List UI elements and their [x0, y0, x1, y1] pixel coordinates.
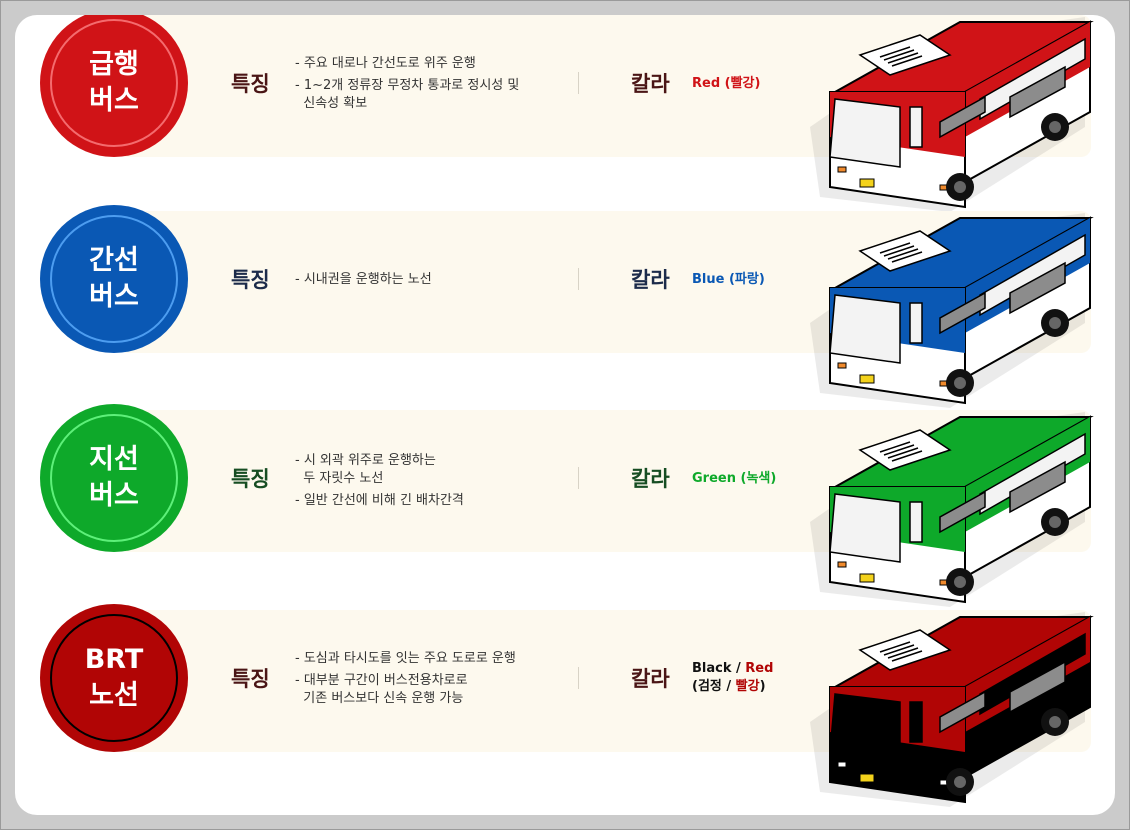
color-label: 칼라 [631, 667, 670, 691]
bus-row-trunk: 간선 버스 특징 - 시내권을 운행하는 노선 칼라 Blue (파랑) [15, 205, 1115, 411]
bus-illustration-red [810, 17, 1094, 212]
feature-list: - 주요 대로나 간선도로 위주 운행 - 1~2개 정류장 무정차 통과로 정… [295, 55, 519, 117]
feature-item: - 1~2개 정류장 무정차 통과로 정시성 및 신속성 확보 [295, 78, 520, 111]
color-value-red: Red [745, 661, 774, 676]
color-value-black: Black / [692, 661, 746, 676]
badge-line2: 노선 [89, 680, 139, 711]
badge-line1: BRT [84, 644, 144, 675]
bus-row-express: 급행 버스 특징 - 주요 대로나 간선도로 위주 운행 - 1~2개 정류장 … [15, 15, 1115, 215]
badge-line1: 지선 [89, 444, 139, 475]
feature-item: - 주요 대로나 간선도로 위주 운행 [295, 56, 476, 71]
color-value: Black / Red (검정 / 빨강) [692, 660, 773, 696]
badge-line2: 버스 [89, 480, 139, 511]
feature-list: - 시 외곽 위주로 운행하는 두 자릿수 노선 - 일반 간선에 비해 긴 배… [295, 452, 464, 514]
badge-line2: 버스 [89, 281, 139, 312]
divider [578, 467, 579, 489]
feature-item: - 도심과 타시도를 잇는 주요 도로로 운행 [295, 651, 516, 666]
bus-illustration-green [810, 412, 1094, 607]
feature-item: - 시내권을 운행하는 노선 [295, 272, 432, 287]
color-value: Blue (파랑) [692, 272, 765, 287]
color-value-black-ko: (검정 / [692, 679, 736, 694]
color-value-paren: ) [759, 679, 766, 694]
feature-item: - 시 외곽 위주로 운행하는 두 자릿수 노선 [295, 453, 436, 486]
badge-line1: 급행 [89, 49, 139, 80]
feature-label: 특징 [231, 667, 270, 691]
color-value: Red (빨강) [692, 76, 761, 91]
feature-item: - 대부분 구간이 버스전용차로로 기존 버스보다 신속 운행 가능 [295, 673, 468, 706]
color-value-red-ko: 빨강 [735, 679, 760, 694]
badge-express-bus: 급행 버스 [40, 15, 188, 157]
badge-trunk-bus: 간선 버스 [40, 205, 188, 353]
color-label: 칼라 [631, 467, 670, 491]
bus-illustration-blue [810, 213, 1094, 408]
divider [578, 72, 579, 94]
badge-line1: 간선 [89, 245, 139, 276]
divider [578, 268, 579, 290]
bus-row-branch: 지선 버스 특징 - 시 외곽 위주로 운행하는 두 자릿수 노선 - 일반 간… [15, 404, 1115, 610]
badge-line2: 버스 [89, 85, 139, 116]
badge-brt-route: BRT 노선 [40, 604, 188, 752]
bus-type-infographic: 급행 버스 특징 - 주요 대로나 간선도로 위주 운행 - 1~2개 정류장 … [15, 15, 1115, 815]
feature-label: 특징 [231, 268, 270, 292]
feature-item: - 일반 간선에 비해 긴 배차간격 [295, 493, 464, 508]
badge-branch-bus: 지선 버스 [40, 404, 188, 552]
feature-label: 특징 [231, 72, 270, 96]
divider [578, 667, 579, 689]
color-label: 칼라 [631, 72, 670, 96]
bus-row-brt: BRT 노선 특징 - 도심과 타시도를 잇는 주요 도로로 운행 - 대부분 … [15, 604, 1115, 810]
feature-list: - 시내권을 운행하는 노선 [295, 271, 432, 293]
bus-illustration-brt [810, 612, 1094, 807]
feature-list: - 도심과 타시도를 잇는 주요 도로로 운행 - 대부분 구간이 버스전용차로… [295, 650, 516, 712]
color-label: 칼라 [631, 268, 670, 292]
color-value: Green (녹색) [692, 471, 777, 486]
feature-label: 특징 [231, 467, 270, 491]
